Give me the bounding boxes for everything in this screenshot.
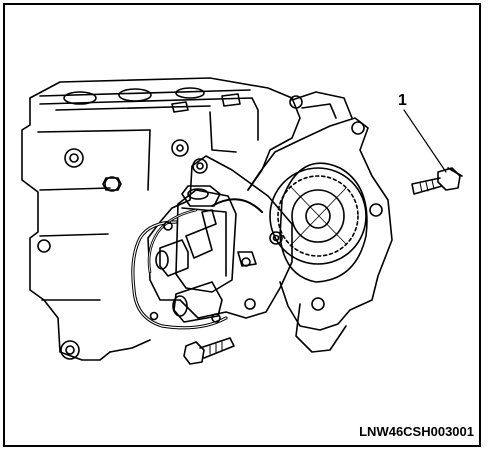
figure-frame (3, 3, 481, 447)
bolt (411, 167, 463, 195)
drive-gear (269, 167, 367, 265)
figure-code: LNW46CSH003001 (359, 424, 474, 439)
gear-housing (247, 91, 393, 353)
lower-bolt (183, 337, 235, 365)
callout-1-label: 1 (398, 92, 407, 109)
engine-block (21, 77, 301, 361)
supply-pump (131, 155, 293, 330)
callout-1-leader (403, 109, 447, 173)
